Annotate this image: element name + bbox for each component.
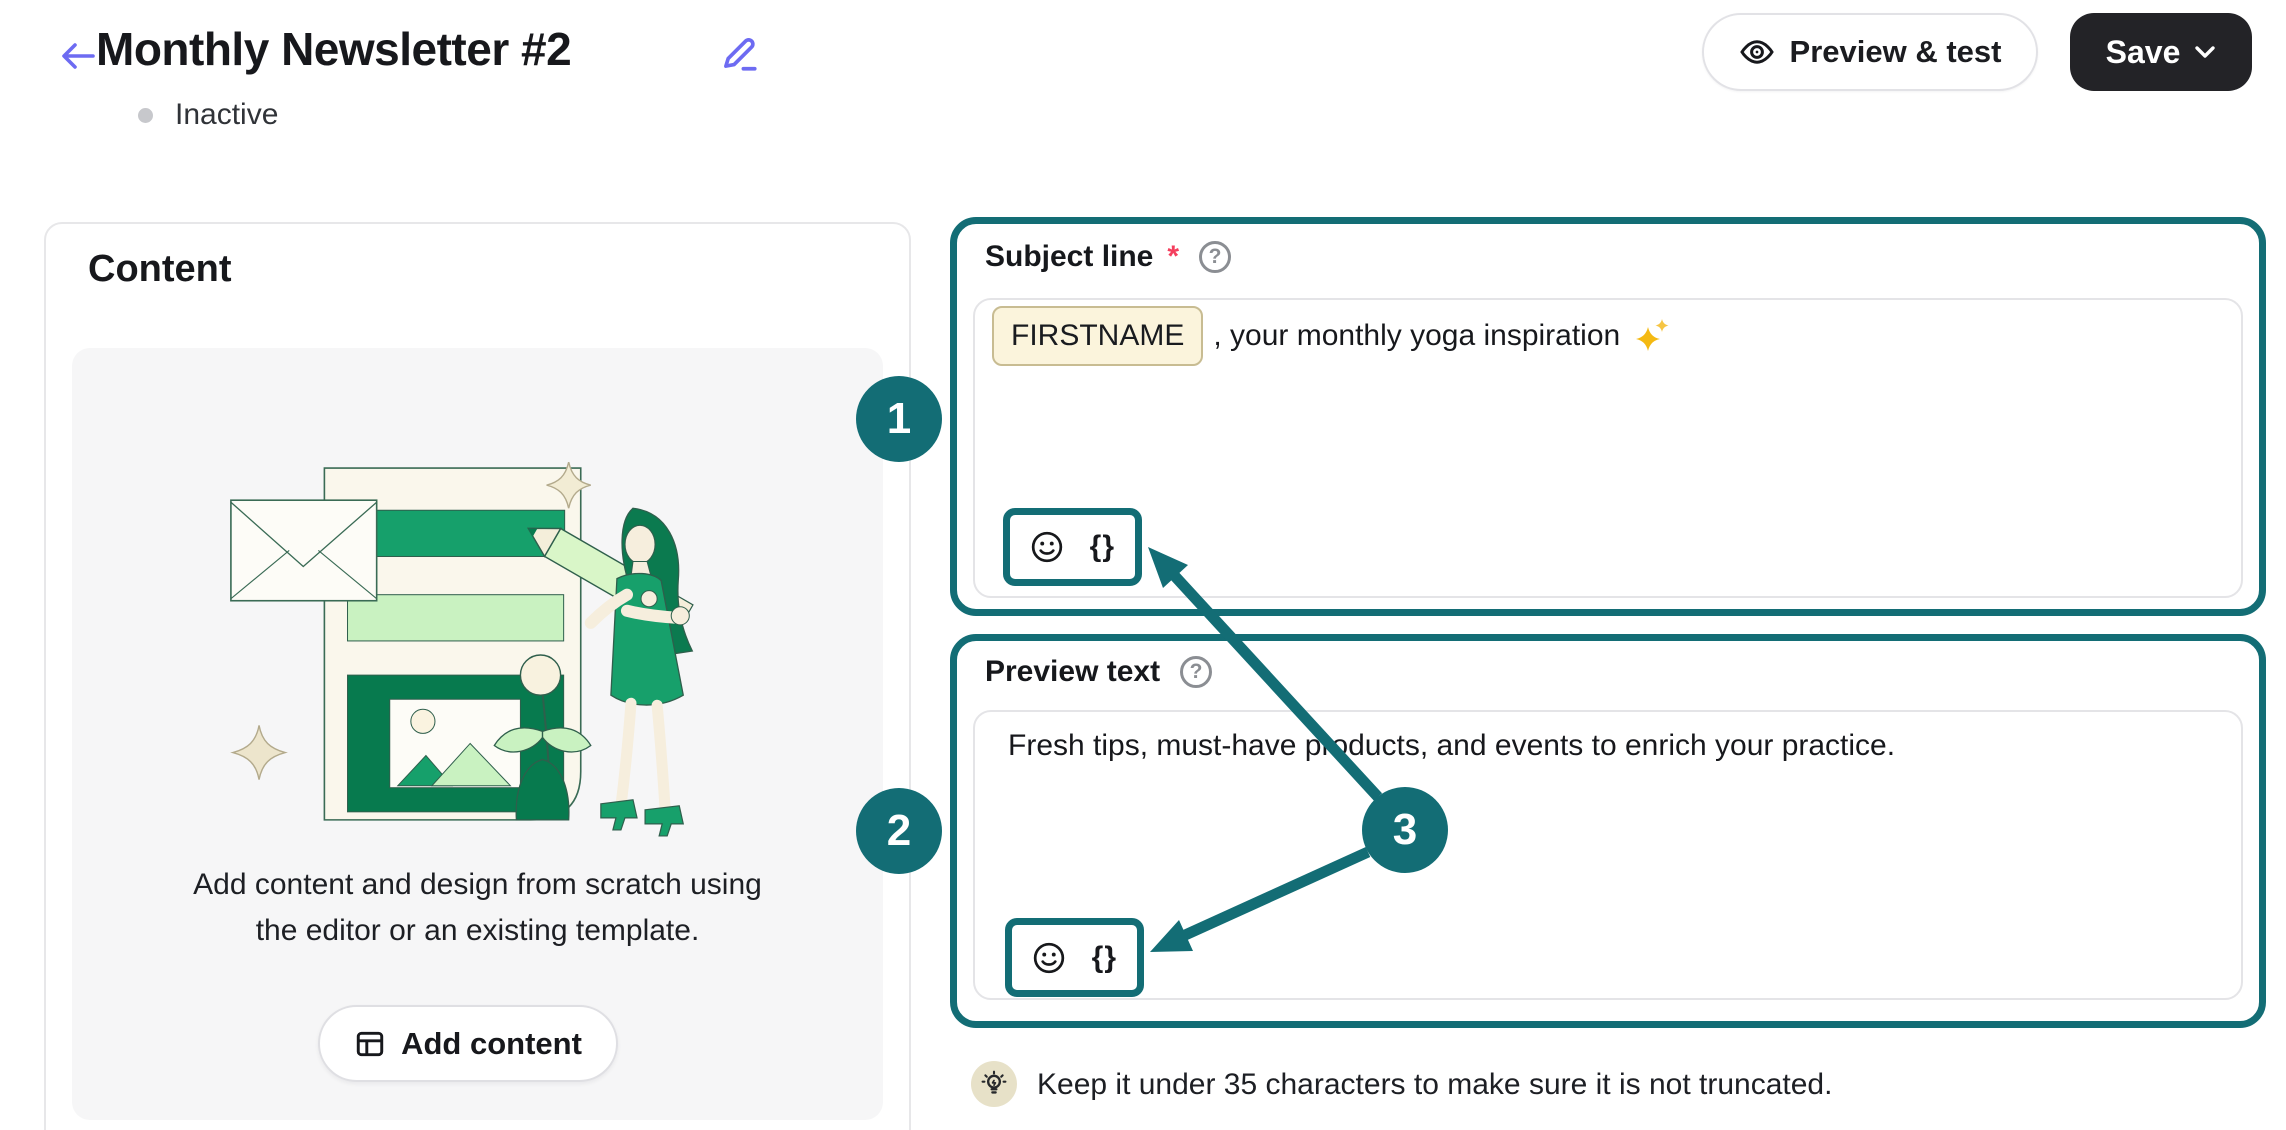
content-description-line: Add content and design from scratch usin… <box>193 868 762 901</box>
tip-icon-circle <box>971 1061 1017 1107</box>
subject-annotation-box <box>950 217 2266 616</box>
page-title: Monthly Newsletter #2 <box>96 23 572 75</box>
content-description: Add content and design from scratch usin… <box>72 862 883 954</box>
edit-title-button[interactable] <box>716 30 762 76</box>
step-badge-3: 3 <box>1362 787 1448 873</box>
sparkles-icon <box>1634 317 1672 355</box>
preview-text-value: Fresh tips, must-have products, and even… <box>1008 729 1896 762</box>
back-button[interactable] <box>56 34 100 78</box>
content-card-title: Content <box>88 248 232 290</box>
emoji-button[interactable] <box>1032 941 1066 975</box>
step-badge-2: 2 <box>856 788 942 874</box>
smiley-icon <box>1032 941 1066 975</box>
status-indicator: Inactive <box>138 98 278 132</box>
tip-text: Keep it under 35 characters to make sure… <box>1037 1068 1833 1101</box>
arrow-left-icon <box>58 38 98 74</box>
merge-fields-button[interactable]: {} <box>1091 940 1117 974</box>
subject-label: Subject line <box>985 240 1154 273</box>
subject-label-row: Subject line * ? <box>985 240 1232 274</box>
chevron-down-icon <box>2194 45 2216 59</box>
step-badge-1: 1 <box>856 376 942 462</box>
merge-fields-button[interactable]: {} <box>1089 530 1115 563</box>
save-button[interactable]: Save <box>2070 13 2252 91</box>
subject-value: FIRSTNAME , your monthly yoga inspiratio… <box>992 306 1672 366</box>
emoji-button[interactable] <box>1030 530 1064 564</box>
layout-icon <box>354 1028 386 1060</box>
subject-help-icon[interactable]: ? <box>1199 241 1232 273</box>
preview-test-button[interactable]: Preview & test <box>1702 13 2038 91</box>
eye-icon <box>1739 34 1775 70</box>
pencil-icon <box>718 32 760 74</box>
merge-tag-chip[interactable]: FIRSTNAME <box>992 306 1204 366</box>
preview-test-label: Preview & test <box>1789 34 2002 69</box>
lightbulb-icon <box>980 1070 1008 1098</box>
smiley-icon <box>1030 530 1064 564</box>
preview-label: Preview text <box>985 655 1161 688</box>
save-label: Save <box>2105 33 2181 70</box>
status-dot <box>138 107 153 123</box>
preview-annotation-box <box>950 634 2266 1028</box>
content-description-line: the editor or an existing template. <box>255 914 700 947</box>
subject-toolbar-annotation: {} <box>1003 508 1142 586</box>
newsletter-illustration <box>160 462 720 844</box>
preview-toolbar-annotation: {} <box>1005 918 1144 997</box>
status-label: Inactive <box>175 98 279 131</box>
add-content-button[interactable]: Add content <box>318 1005 618 1082</box>
add-content-label: Add content <box>401 1025 582 1061</box>
required-asterisk: * <box>1167 240 1180 273</box>
subject-text: , your monthly yoga inspiration <box>1213 319 1621 352</box>
